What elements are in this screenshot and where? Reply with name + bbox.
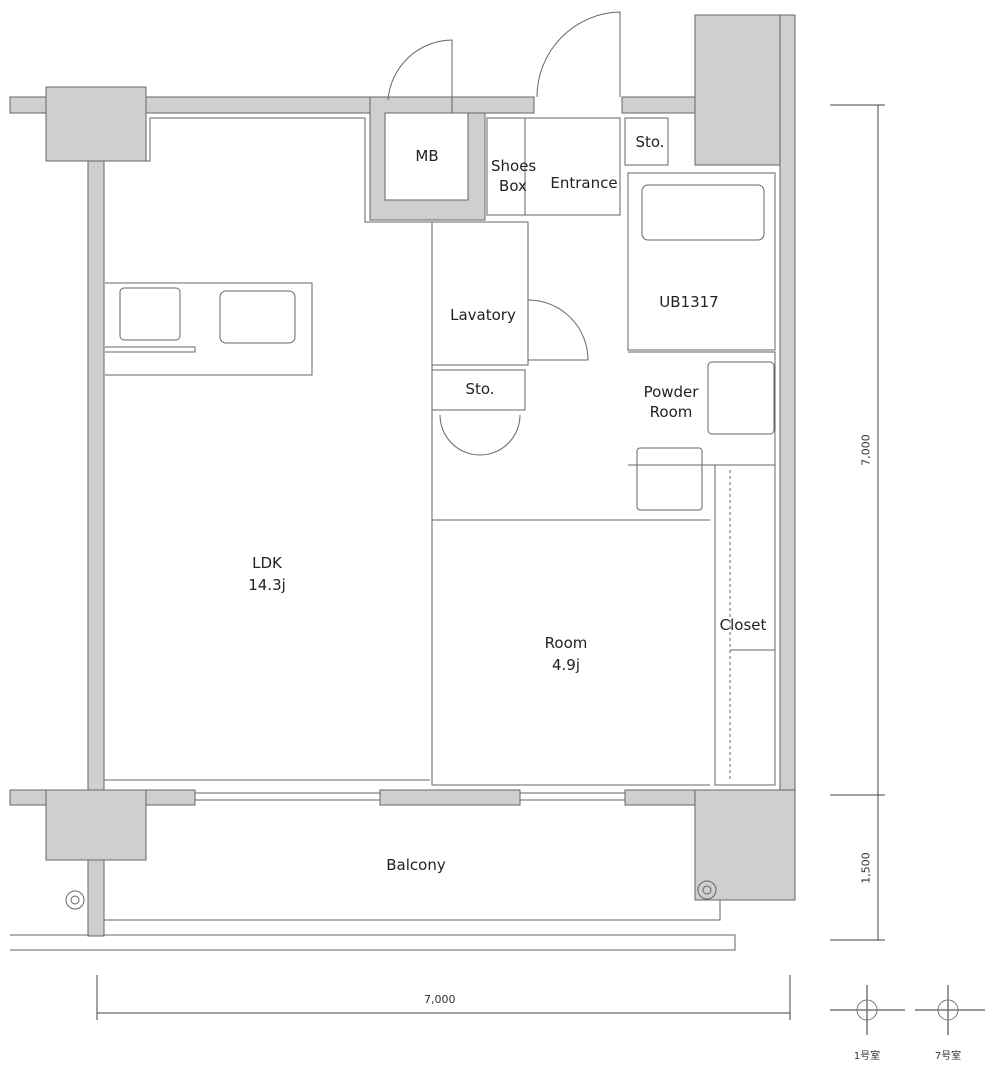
room-label-storage-top: Sto. [635,133,665,151]
room-label-room: Room [544,634,588,652]
room-label-powder-room: Powder Room [643,383,699,421]
room-label-entrance: Entrance [550,174,618,192]
dimension-bottom: 7,000 [424,993,456,1006]
interior-lines [10,11,776,951]
room-label-balcony: Balcony [386,856,446,874]
walls [9,14,796,937]
compass-1 [830,985,905,1035]
room-label-closet: Closet [719,616,767,634]
room-size-ldk: 14.3j [248,576,286,594]
room-label-unit-bath: UB1317 [659,293,719,311]
room-label-ldk: LDK [252,554,282,572]
room-label-lavatory: Lavatory [450,306,516,324]
room-label-shoes-box: Shoes Box [491,157,537,195]
room-label-storage-mid: Sto. [465,380,495,398]
compass-7 [915,985,985,1035]
room-label-mb: MB [415,147,439,165]
room-size-room: 4.9j [551,656,581,674]
dimension-right-main: 7,000 [859,434,873,466]
dimension-right-balcony: 1,500 [859,852,873,884]
compass-label-7: 7号室 [934,1051,962,1062]
compass-label-1: 1号室 [853,1051,881,1062]
dimension-lines [96,104,885,1020]
